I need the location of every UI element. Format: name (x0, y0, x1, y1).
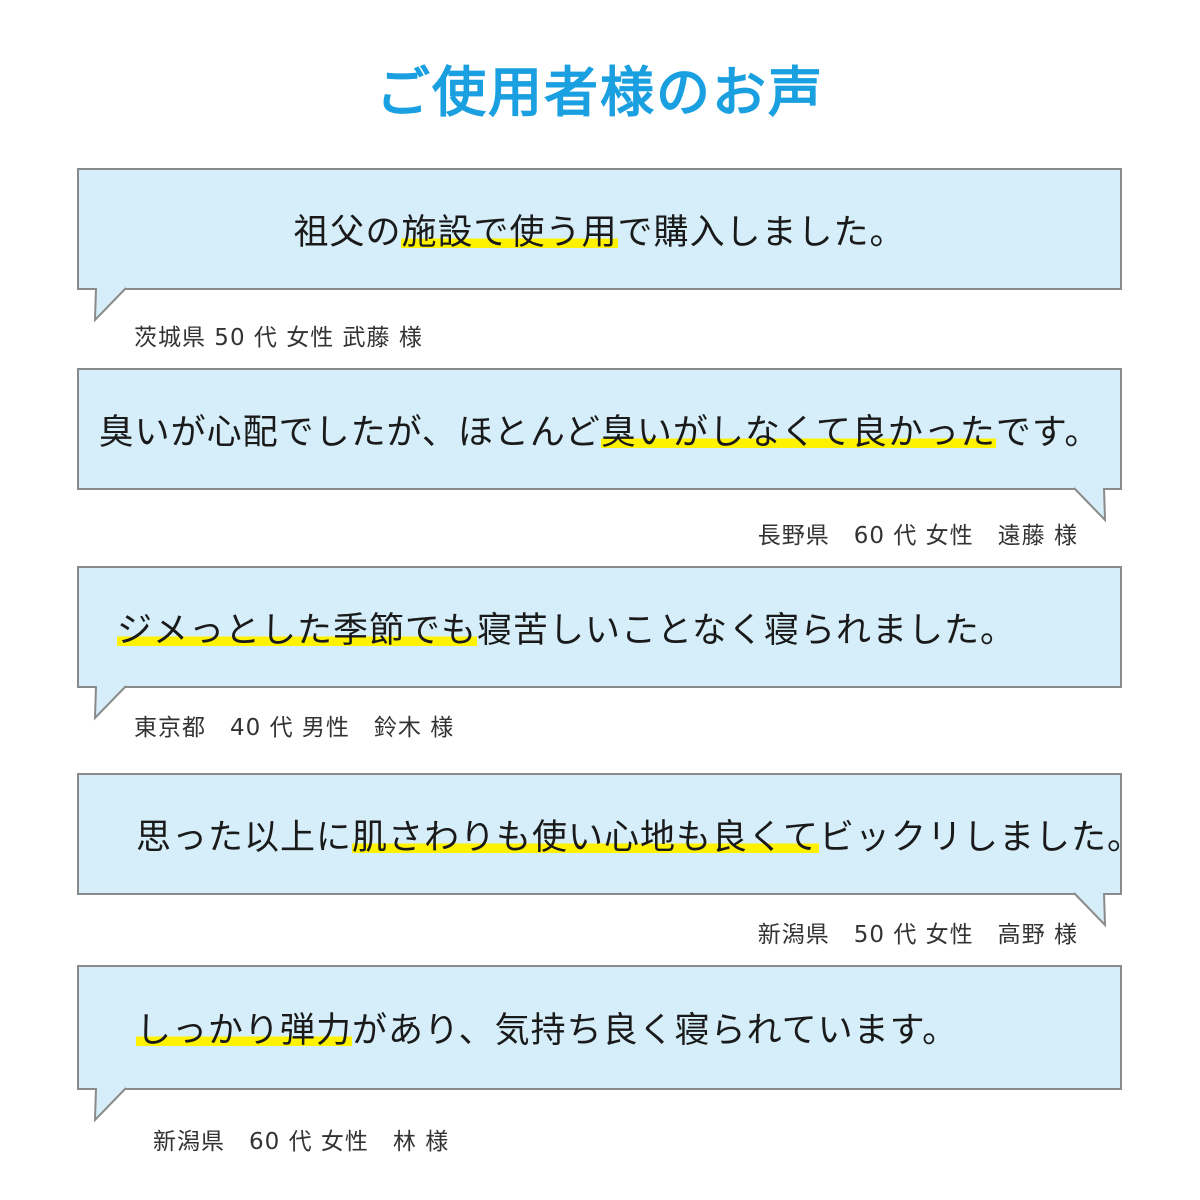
quote-text: です。 (995, 412, 1101, 453)
review-author: 茨城県 50 代 女性 武藤 様 (134, 325, 423, 351)
review-card: しっかり弾力があり、気持ち良く寝られています。 新潟県 60 代 女性 林 様 (0, 965, 1200, 1155)
quote-highlight: 肌さわりも使い心地も良くて (352, 817, 819, 858)
speech-bubble: 思った以上に肌さわりも使い心地も良くてビックリしました。 (77, 773, 1142, 895)
speech-bubble-tail (1073, 487, 1107, 523)
review-author: 新潟県 50 代 女性 高野 様 (757, 922, 1078, 948)
review-author: 東京都 40 代 男性 鈴木 様 (134, 715, 455, 741)
speech-bubble-tail (93, 287, 127, 323)
quote-text: 寝苦しいことなく寝られました。 (477, 610, 1016, 651)
quote-text: 思った以上に (136, 817, 353, 858)
quote-highlight: ジメっとした季節でも (117, 610, 478, 651)
quote-text: で購入しました。 (617, 212, 906, 253)
page-title: ご使用者様のお声 (376, 61, 824, 124)
review-quote: 祖父の施設で使う用で購入しました。 (293, 204, 905, 255)
review-card: 祖父の施設で使う用で購入しました。 茨城県 50 代 女性 武藤 様 (0, 168, 1200, 351)
speech-bubble: しっかり弾力があり、気持ち良く寝られています。 (77, 965, 1122, 1090)
quote-text: 臭いが心配でしたが、ほとんど (98, 412, 601, 453)
speech-bubble-tail (93, 1087, 127, 1123)
review-quote: ジメっとした季節でも寝苦しいことなく寝られました。 (117, 602, 1016, 653)
speech-bubble: ジメっとした季節でも寝苦しいことなく寝られました。 (77, 566, 1122, 688)
review-card: 思った以上に肌さわりも使い心地も良くてビックリしました。 新潟県 50 代 女性… (0, 773, 1200, 953)
quote-text: ビックリしました。 (818, 817, 1143, 858)
review-quote: 思った以上に肌さわりも使い心地も良くてビックリしました。 (136, 809, 1143, 860)
quote-highlight: 臭いがしなくて良かった (600, 412, 996, 453)
review-author: 長野県 60 代 女性 遠藤 様 (757, 523, 1078, 549)
speech-bubble: 臭いが心配でしたが、ほとんど臭いがしなくて良かったです。 (77, 368, 1122, 490)
review-card: ジメっとした季節でも寝苦しいことなく寝られました。 東京都 40 代 男性 鈴木… (0, 566, 1200, 746)
review-quote: 臭いが心配でしたが、ほとんど臭いがしなくて良かったです。 (99, 404, 1101, 455)
quote-text: があり、気持ち良く寝られています。 (352, 1011, 959, 1051)
speech-bubble-tail (93, 685, 127, 721)
review-author: 新潟県 60 代 女性 林 様 (153, 1129, 450, 1155)
quote-highlight: 施設で使う用 (401, 212, 618, 253)
speech-bubble-tail (1073, 892, 1107, 928)
review-card: 臭いが心配でしたが、ほとんど臭いがしなくて良かったです。 長野県 60 代 女性… (0, 368, 1200, 549)
quote-highlight: しっかり弾力 (136, 1011, 353, 1051)
speech-bubble: 祖父の施設で使う用で購入しました。 (77, 168, 1122, 290)
review-quote: しっかり弾力があり、気持ち良く寝られています。 (136, 1002, 958, 1053)
quote-text: 祖父の (293, 212, 402, 253)
